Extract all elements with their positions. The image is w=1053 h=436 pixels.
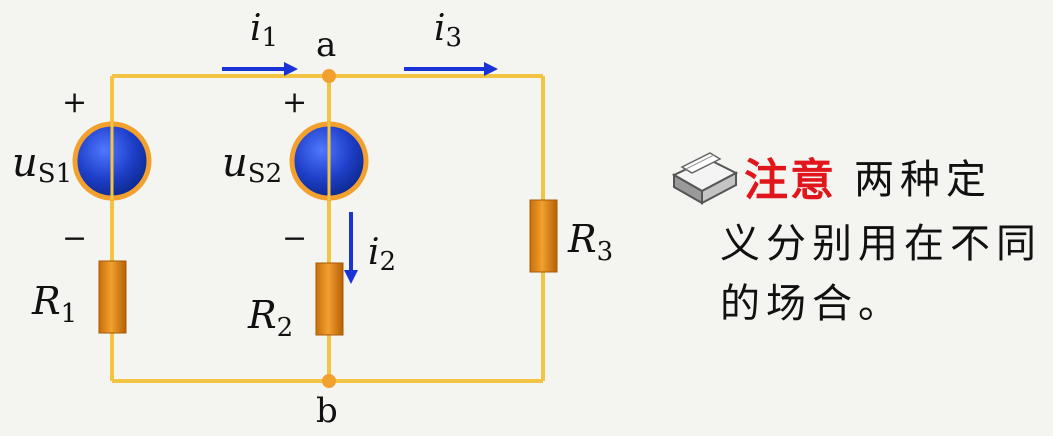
- note-text-line-2: 义分别用在不同: [720, 221, 1042, 267]
- voltage-source-us2: [289, 121, 369, 201]
- note-text-line-1: 两种定: [854, 157, 992, 203]
- us2-label: uS2: [222, 140, 282, 189]
- us2-minus: −: [282, 221, 307, 256]
- current-arrow-i2: [344, 212, 358, 284]
- resistor-r2: [315, 262, 344, 336]
- resistor-r3: [529, 199, 558, 273]
- voltage-source-us1: [72, 121, 152, 201]
- current-arrow-i1: [222, 62, 298, 76]
- node-a-dot: [322, 69, 336, 83]
- r2-label: R2: [247, 293, 293, 343]
- node-b-label: b: [316, 391, 338, 431]
- notepad-icon: [671, 152, 739, 205]
- current-arrow-i3: [404, 62, 498, 76]
- resistor-r1: [98, 260, 127, 334]
- us1-plus: +: [62, 85, 87, 120]
- note-label: 注意: [744, 155, 836, 206]
- i3-label: i3: [434, 8, 462, 53]
- i2-label: i2: [368, 232, 396, 277]
- node-b-dot: [322, 374, 336, 388]
- note-text-line-3: 的场合。: [720, 281, 904, 327]
- us1-minus: −: [62, 221, 87, 256]
- note-block: 注意 两种定 义分别用在不同 的场合。: [668, 138, 1048, 334]
- us2-plus: +: [282, 85, 307, 120]
- r3-label: R3: [567, 217, 613, 267]
- node-a-label: a: [316, 25, 336, 65]
- note-line-1: 注意 两种定: [668, 138, 1048, 214]
- i1-label: i1: [250, 8, 278, 53]
- circuit-diagram: a b + − uS1 + − uS2 R1 R2 R3 i1 i3 i2: [12, 8, 613, 431]
- r1-label: R1: [31, 279, 77, 329]
- us1-label: uS1: [12, 140, 72, 189]
